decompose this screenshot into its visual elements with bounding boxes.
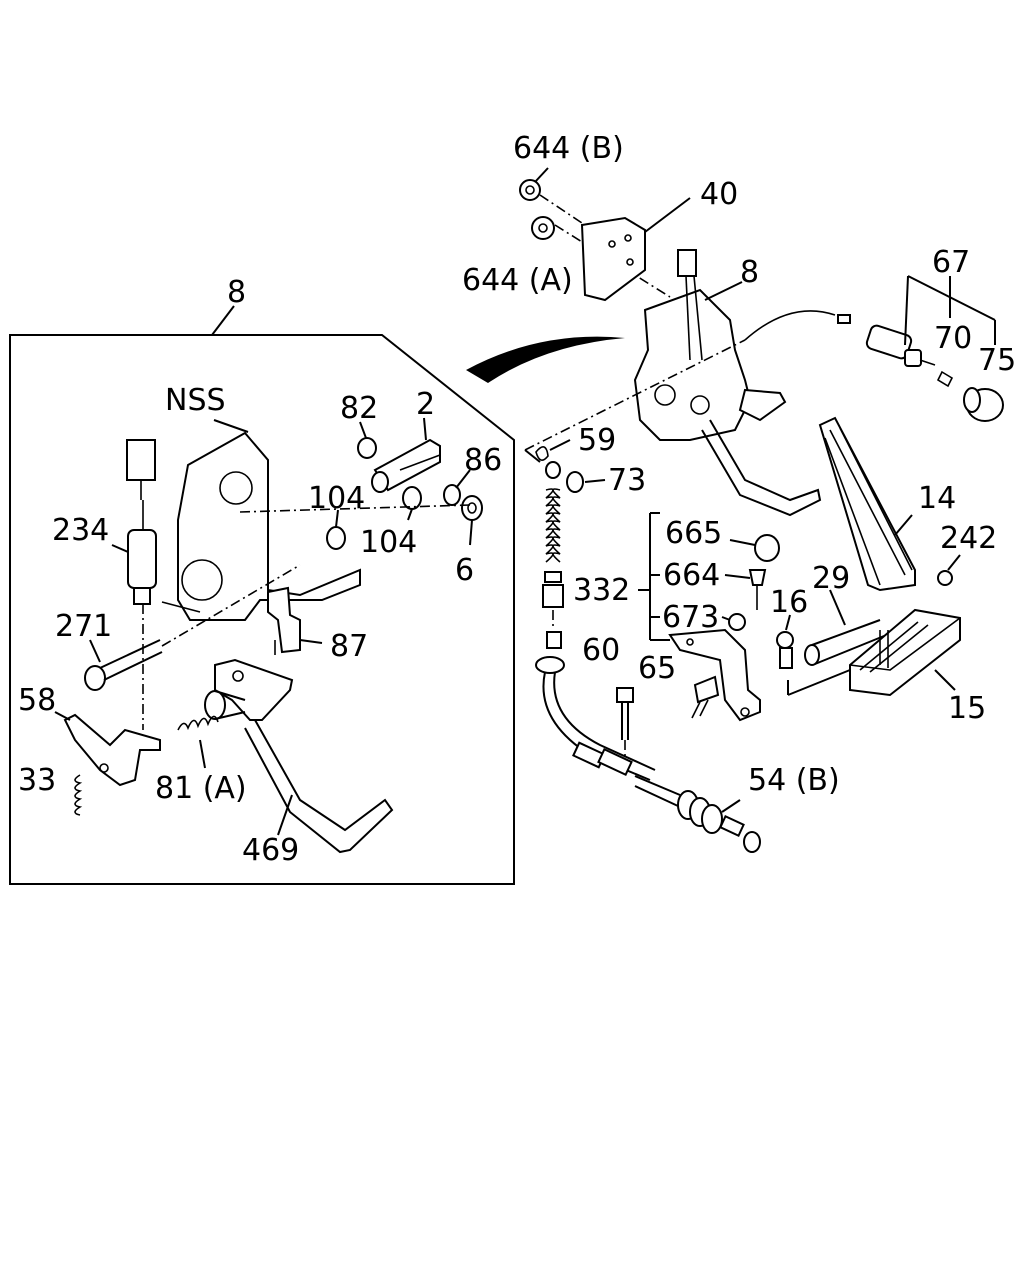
bushing-104b bbox=[371, 471, 422, 521]
washer-86 bbox=[443, 469, 471, 506]
washer-73 bbox=[566, 471, 606, 493]
clip-59 bbox=[524, 439, 571, 463]
pedal-bracket-8 bbox=[633, 249, 822, 517]
nut-242 bbox=[937, 554, 961, 586]
label-8-detail: 8 bbox=[227, 275, 246, 310]
switch-65 bbox=[691, 675, 720, 719]
bushing-104a bbox=[326, 509, 346, 550]
label-8-main: 8 bbox=[740, 255, 759, 290]
label-58: 58 bbox=[18, 683, 56, 718]
clip-70 bbox=[936, 370, 954, 388]
cable-54b bbox=[634, 775, 761, 853]
detail-frame-leader bbox=[211, 305, 235, 336]
label-2: 2 bbox=[416, 387, 435, 422]
label-nss: NSS bbox=[165, 383, 226, 418]
label-16: 16 bbox=[770, 585, 808, 620]
bracket-40 bbox=[580, 197, 691, 302]
label-104-upper: 104 bbox=[308, 481, 365, 516]
label-65: 65 bbox=[638, 651, 676, 686]
label-644b: 644 (B) bbox=[513, 131, 624, 166]
pedal-base-15 bbox=[849, 608, 961, 697]
label-234: 234 bbox=[52, 513, 109, 548]
clutch-pedal-469 bbox=[204, 658, 394, 854]
label-75: 75 bbox=[978, 343, 1016, 378]
push-rod-boot bbox=[535, 461, 656, 781]
label-73: 73 bbox=[608, 463, 646, 498]
label-54b: 54 (B) bbox=[748, 763, 840, 798]
nut-644b bbox=[519, 167, 549, 201]
label-70: 70 bbox=[934, 321, 972, 356]
label-6: 6 bbox=[455, 553, 474, 588]
label-271: 271 bbox=[55, 609, 112, 644]
cable-route-line bbox=[524, 339, 746, 451]
label-81a: 81 (A) bbox=[155, 771, 247, 806]
detail-arrow bbox=[466, 336, 625, 383]
bolt-16 bbox=[776, 614, 851, 696]
label-33: 33 bbox=[18, 763, 56, 798]
label-665: 665 bbox=[665, 516, 722, 551]
pivot-axis bbox=[239, 504, 471, 513]
label-664: 664 bbox=[663, 558, 720, 593]
label-67: 67 bbox=[932, 245, 970, 280]
spring-33 bbox=[74, 774, 83, 816]
washer-6 bbox=[461, 495, 483, 546]
stop-switch-234 bbox=[111, 439, 157, 605]
stopper-87 bbox=[267, 586, 323, 655]
bracket-58 bbox=[54, 711, 161, 787]
label-82: 82 bbox=[340, 391, 378, 426]
label-104-lower: 104 bbox=[360, 525, 417, 560]
detail-frame bbox=[9, 334, 515, 885]
spring-81a bbox=[177, 715, 219, 769]
label-59: 59 bbox=[578, 423, 616, 458]
label-644a: 644 (A) bbox=[462, 263, 573, 298]
bushing-82 bbox=[357, 421, 377, 459]
pin-29 bbox=[804, 589, 885, 666]
label-29: 29 bbox=[812, 561, 850, 596]
label-469: 469 bbox=[242, 833, 299, 868]
label-86: 86 bbox=[464, 443, 502, 478]
label-15: 15 bbox=[948, 691, 986, 726]
label-673: 673 bbox=[662, 600, 719, 635]
label-87: 87 bbox=[330, 629, 368, 664]
bracket-group-332 bbox=[638, 512, 780, 722]
label-242: 242 bbox=[940, 521, 997, 556]
label-332: 332 bbox=[573, 573, 630, 608]
accelerator-pedal-14 bbox=[818, 416, 916, 592]
label-60: 60 bbox=[582, 633, 620, 668]
label-40: 40 bbox=[700, 177, 738, 212]
label-14: 14 bbox=[918, 481, 956, 516]
nss-bracket bbox=[161, 419, 361, 621]
damper-67 bbox=[744, 275, 996, 367]
stopper-75 bbox=[963, 387, 1004, 422]
bolt-271 bbox=[84, 564, 301, 691]
